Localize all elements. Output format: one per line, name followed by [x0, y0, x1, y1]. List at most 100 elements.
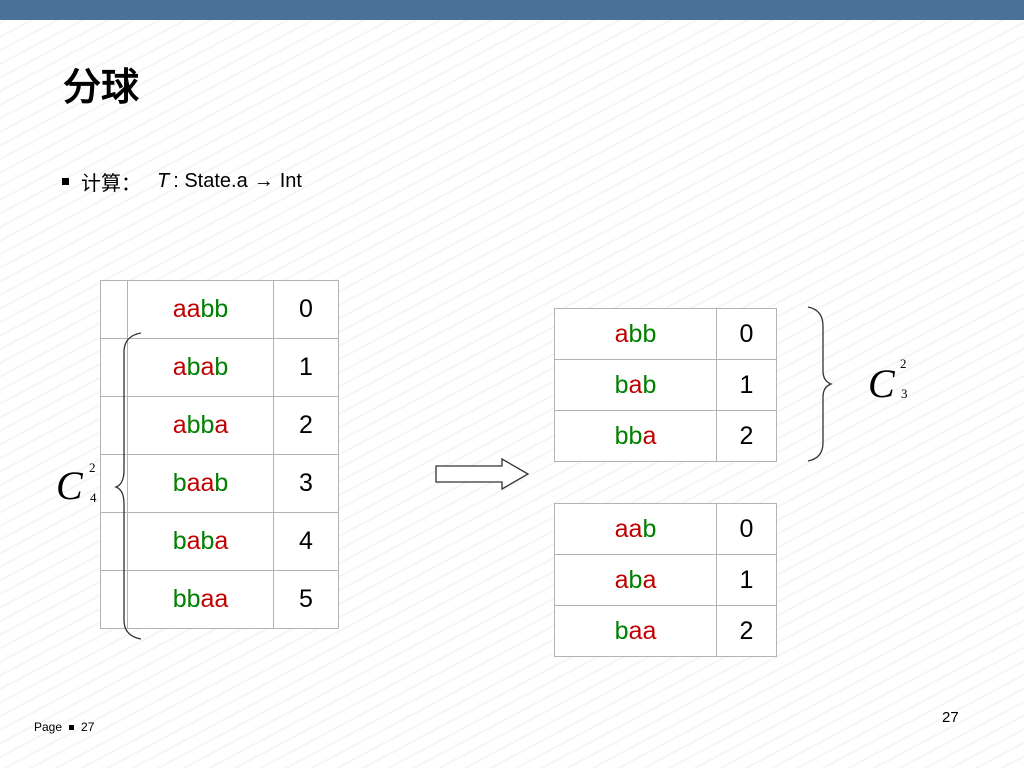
letter-red: a	[172, 353, 187, 381]
index-cell: 2	[716, 605, 777, 657]
footer: Page 27	[34, 720, 94, 734]
index-cell: 2	[273, 396, 339, 455]
letter-green: bb	[200, 295, 229, 323]
bullet-label: 计算：	[81, 173, 141, 195]
letter-green: b	[186, 353, 201, 381]
index-cell: 1	[273, 338, 339, 397]
slide-title: 分球	[63, 65, 140, 109]
arrangement-cell: abb	[554, 308, 717, 360]
index-cell: 1	[716, 554, 777, 606]
letter-red: a	[614, 319, 629, 348]
arrangement-cell: bbaa	[127, 570, 274, 629]
letter-green: b	[614, 370, 629, 399]
formula-superscript: 2	[89, 460, 96, 475]
footer-separator-icon	[69, 724, 75, 730]
blank-cell	[100, 454, 128, 513]
bullet-type-from: : State.a	[173, 170, 248, 192]
index-cell: 0	[273, 280, 339, 339]
letter-red: a	[200, 353, 215, 381]
footer-page-label: Page	[34, 720, 63, 734]
index-cell: 0	[716, 503, 777, 555]
blank-cell	[100, 280, 128, 339]
letter-red: aa	[172, 295, 201, 323]
blank-cell	[100, 512, 128, 571]
letter-red: a	[628, 370, 643, 399]
letter-green: b	[642, 370, 657, 399]
arrangement-cell: abba	[127, 396, 274, 455]
letter-red: aa	[628, 616, 657, 645]
arrangement-cell: bab	[554, 359, 717, 411]
letter-red: a	[214, 411, 229, 439]
letter-green: b	[214, 353, 229, 381]
slide-number: 27	[942, 709, 959, 726]
letter-green: bb	[614, 421, 643, 450]
bullet-variable: T	[157, 170, 170, 192]
letter-green: b	[628, 565, 643, 594]
blank-cell	[100, 570, 128, 629]
arrangement-cell: abab	[127, 338, 274, 397]
bullet-line: 计算： T : State.a → Int	[62, 167, 302, 196]
left-brace-icon	[114, 332, 142, 640]
formula-c-4-2: C 2 4	[56, 460, 104, 512]
index-cell: 4	[273, 512, 339, 571]
footer-page-number: 27	[81, 720, 95, 734]
letter-red: a	[186, 527, 201, 555]
arrangement-cell: baba	[127, 512, 274, 571]
right-brace-icon	[807, 306, 833, 462]
bullet-square-icon	[62, 178, 69, 185]
letter-red: a	[614, 565, 629, 594]
letter-green: bb	[628, 319, 657, 348]
arrangement-cell: aabb	[127, 280, 274, 339]
letter-red: aa	[186, 469, 215, 497]
letter-red: a	[172, 411, 187, 439]
formula-c-3-2: C 2 3	[868, 356, 916, 410]
letter-green: b	[642, 514, 657, 543]
formula-letter: C	[868, 361, 895, 406]
letter-red: a	[214, 527, 229, 555]
formula-superscript: 2	[900, 356, 907, 371]
bullet-type-to: Int	[279, 170, 302, 192]
letter-green: bb	[172, 585, 201, 613]
formula-subscript: 4	[90, 490, 97, 505]
letter-green: b	[614, 616, 629, 645]
letter-red: a	[642, 565, 657, 594]
table-row: baab 3	[100, 454, 339, 513]
letter-red: aa	[200, 585, 229, 613]
letter-red: aa	[614, 514, 643, 543]
arrangement-cell: aba	[554, 554, 717, 606]
index-cell: 1	[716, 359, 777, 411]
table-row: baa 2	[554, 605, 777, 657]
formula-letter: C	[56, 463, 83, 508]
letter-green: b	[200, 527, 215, 555]
letter-green: bb	[186, 411, 215, 439]
arrangement-cell: aab	[554, 503, 717, 555]
arrangement-cell: bba	[554, 410, 717, 462]
letter-green: b	[172, 469, 187, 497]
letter-red: a	[642, 421, 657, 450]
top-bar	[0, 0, 1024, 20]
blank-cell	[100, 396, 128, 455]
letter-green: b	[214, 469, 229, 497]
index-cell: 2	[716, 410, 777, 462]
right-arrow-icon: →	[253, 170, 274, 192]
index-cell: 5	[273, 570, 339, 629]
formula-subscript: 3	[901, 386, 908, 401]
index-cell: 0	[716, 308, 777, 360]
letter-green: b	[172, 527, 187, 555]
index-cell: 3	[273, 454, 339, 513]
transform-arrow-icon	[435, 457, 530, 491]
